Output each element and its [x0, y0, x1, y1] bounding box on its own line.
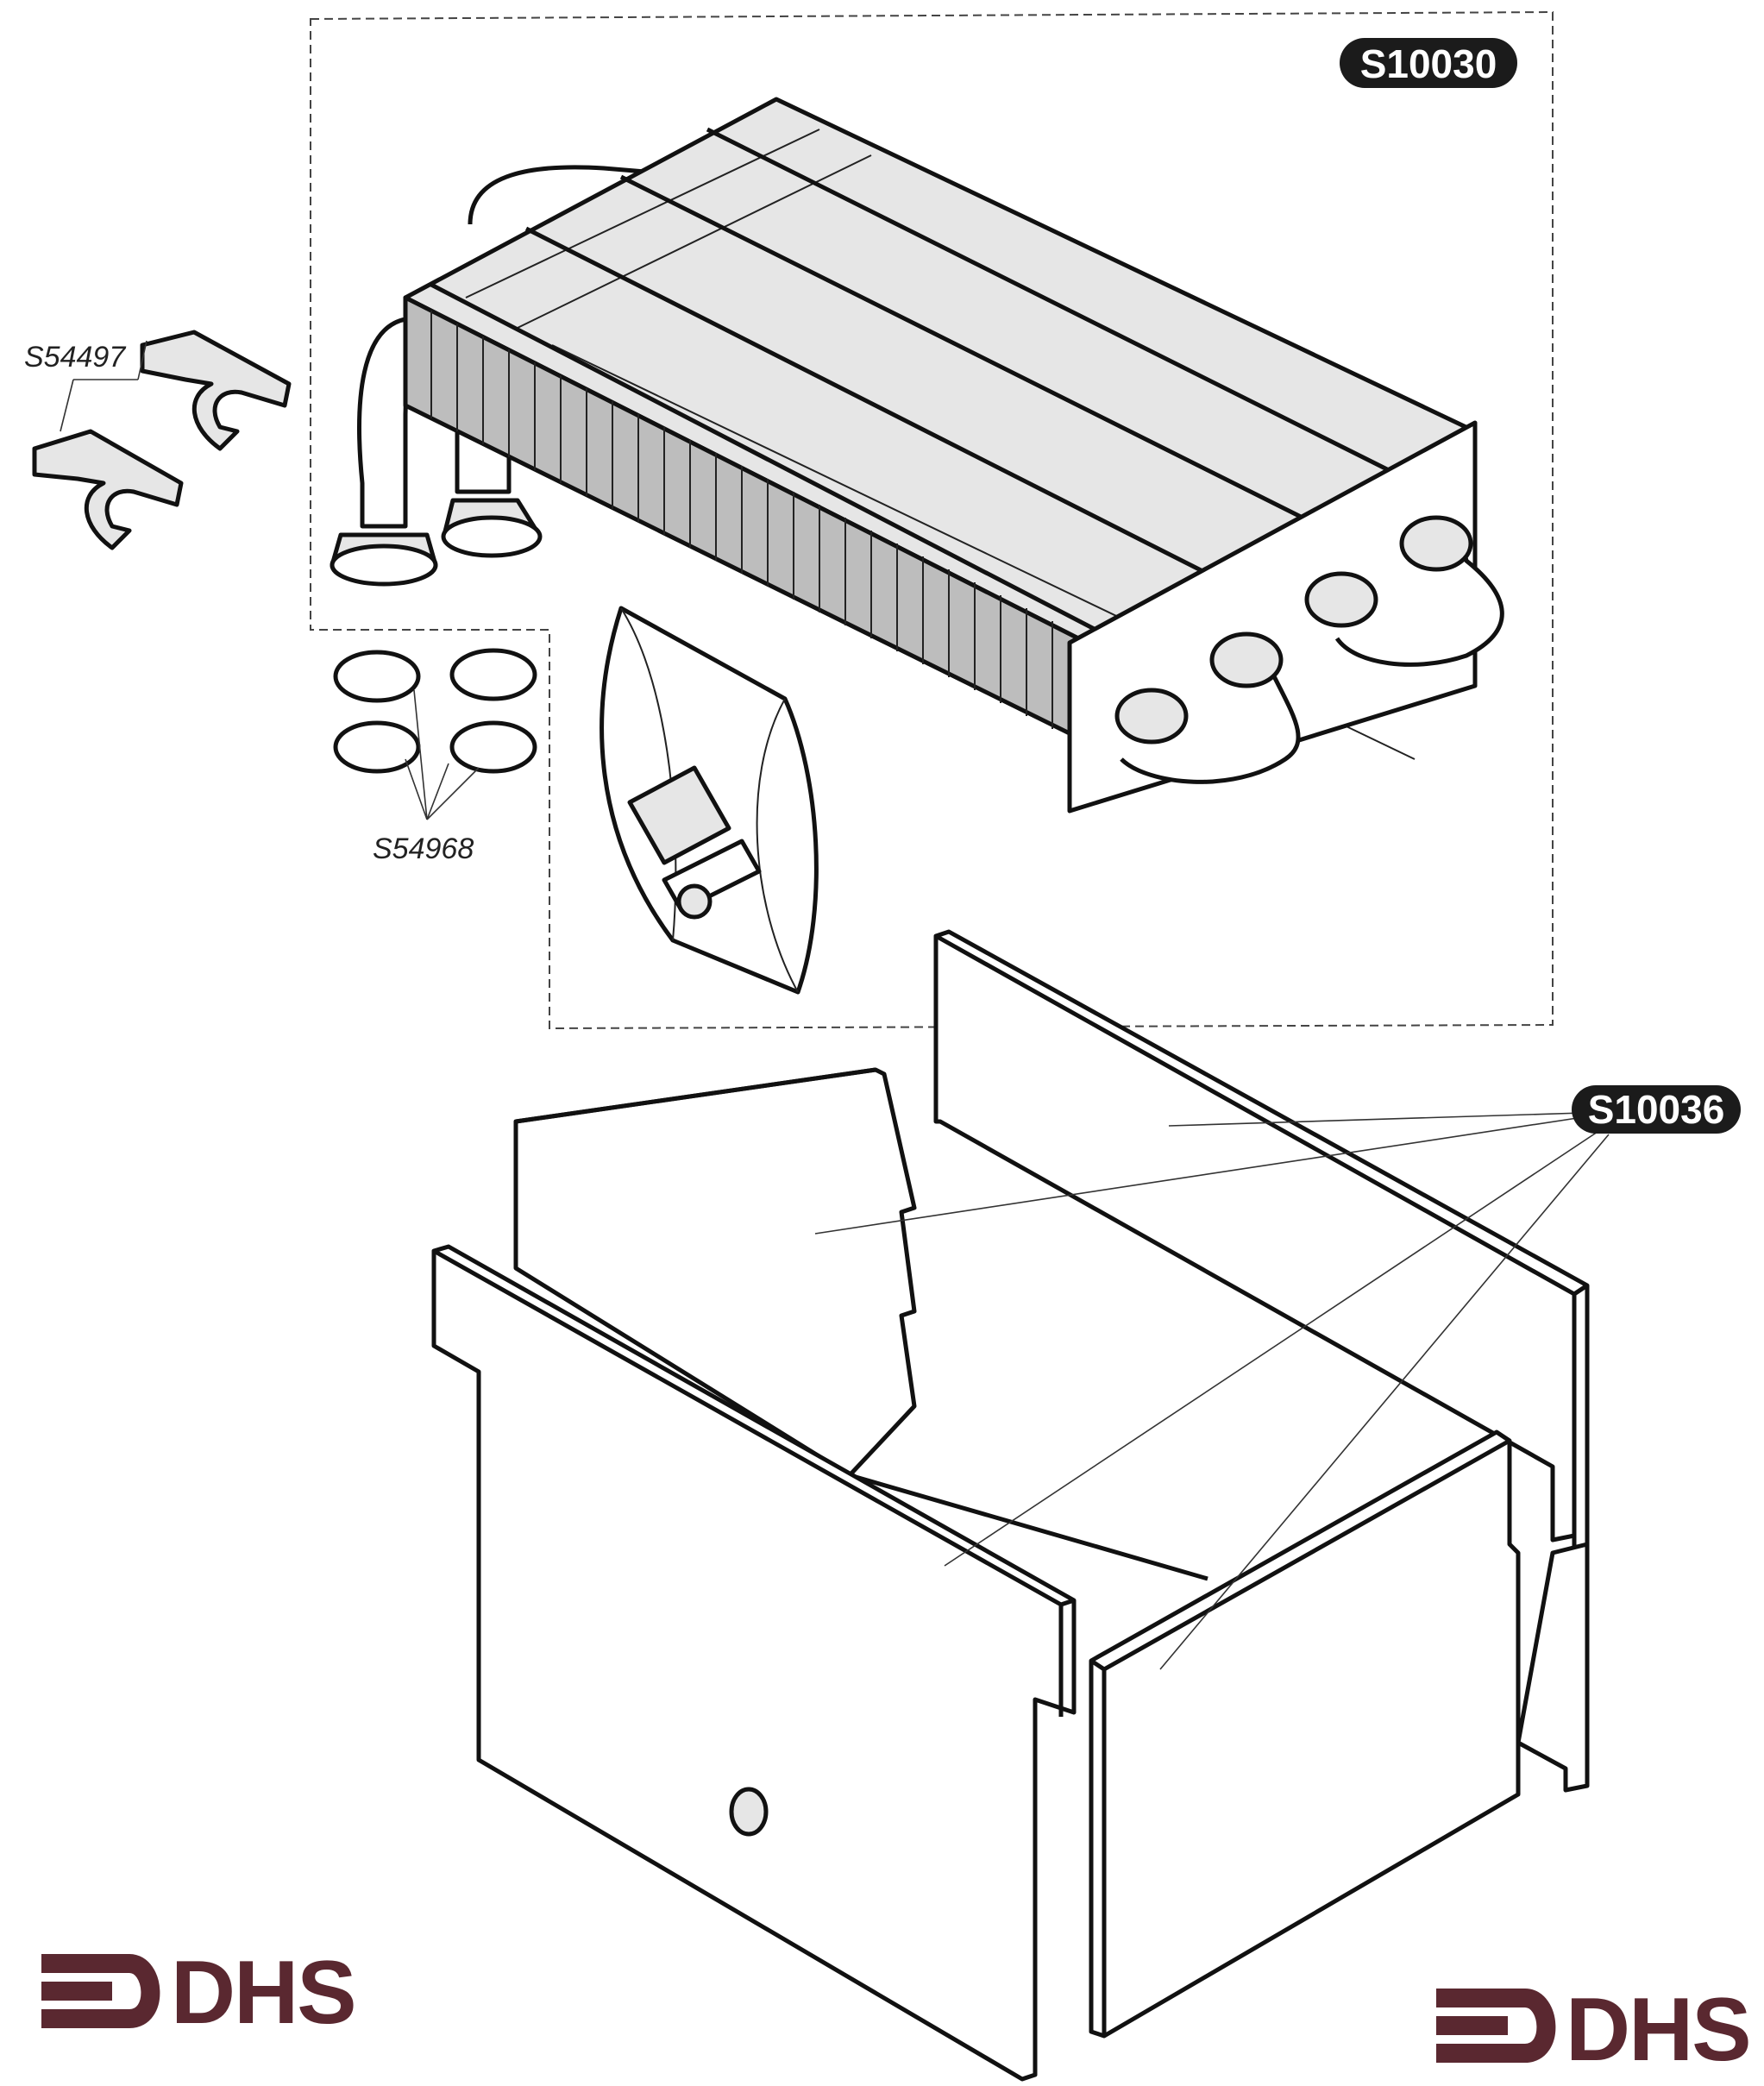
- o-ring-seal-icon[interactable]: [333, 648, 537, 774]
- clip-part-code: S54497: [24, 341, 126, 374]
- insulation-panel-icon[interactable]: [431, 929, 1590, 2082]
- assembly-boundary: [310, 10, 1554, 1030]
- callout-heat-exchanger-code: S10030: [1360, 41, 1497, 86]
- heat-exchanger-icon[interactable]: [330, 97, 1504, 995]
- callout-insulation-code: S10036: [1588, 1087, 1725, 1132]
- seal-leader: [405, 689, 480, 820]
- callout-insulation: S10036: [1572, 1085, 1741, 1134]
- logo-text-right: DHS: [1566, 1980, 1750, 2080]
- insulation-leaders: [814, 1112, 1610, 1670]
- seal-part-code: S54968: [373, 833, 474, 865]
- dhs-logo: DHS: [1436, 1980, 1752, 2080]
- callout-heat-exchanger: S10030: [1340, 38, 1517, 88]
- logo-text-left: DHS: [171, 1943, 355, 2043]
- dhs-logo: DHS: [41, 1943, 357, 2043]
- clip-leader: [60, 340, 148, 432]
- retaining-clip-icon[interactable]: [32, 330, 292, 550]
